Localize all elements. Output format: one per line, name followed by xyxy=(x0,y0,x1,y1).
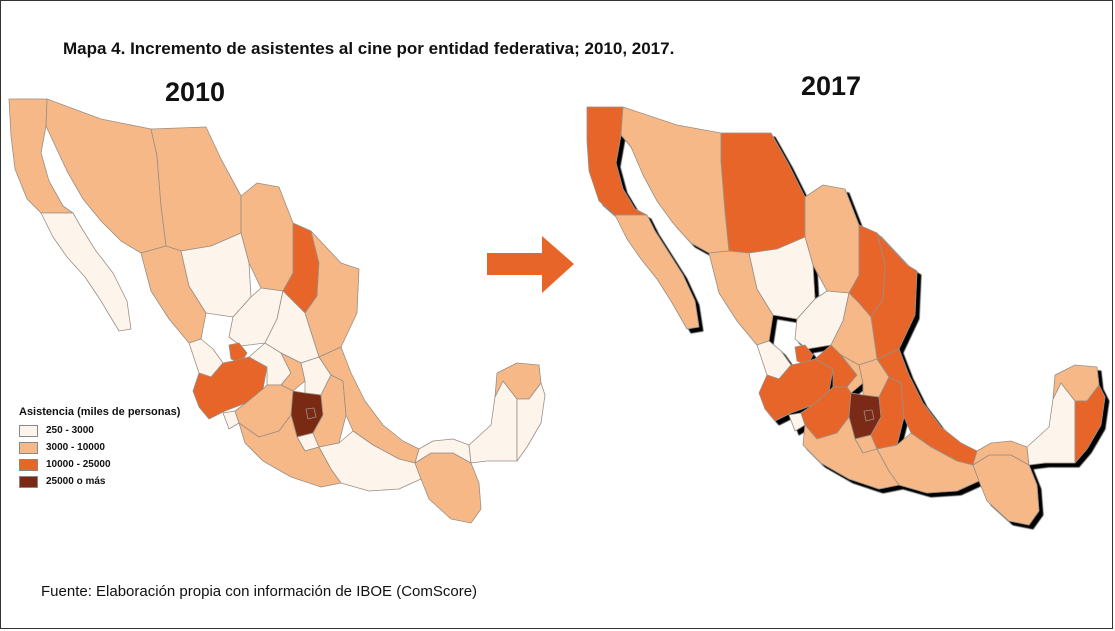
state-chiapas xyxy=(414,452,482,524)
legend-item: 250 - 3000 xyxy=(19,422,180,439)
legend-swatch xyxy=(19,458,38,471)
legend-label: 10000 - 25000 xyxy=(46,459,111,470)
source-note: Fuente: Elaboración propia con informaci… xyxy=(41,583,478,600)
state-chihuahua xyxy=(150,126,242,252)
state-aguascalientes xyxy=(794,344,814,366)
state-sinaloa xyxy=(140,245,207,344)
state-campeche xyxy=(468,380,518,464)
legend-swatch xyxy=(19,475,38,488)
year-label-2017: 2017 xyxy=(801,71,862,101)
map-2017 xyxy=(586,106,1106,526)
legend-swatch xyxy=(19,424,38,437)
right-arrow-icon xyxy=(487,236,574,293)
state-campeche xyxy=(1026,382,1076,466)
state-chiapas xyxy=(972,454,1040,526)
legend-swatch xyxy=(19,441,38,454)
state-baja-california-sur xyxy=(614,214,700,330)
state-sinaloa xyxy=(708,250,774,346)
legend-item: 3000 - 10000 xyxy=(19,439,180,456)
map-2010 xyxy=(8,98,546,524)
legend-label: 3000 - 10000 xyxy=(46,442,105,453)
state-quintana-roo xyxy=(1074,384,1106,464)
figure-title: Mapa 4. Incremento de asistentes al cine… xyxy=(63,39,675,58)
legend-label: 25000 o más xyxy=(46,476,106,487)
state-cdmx xyxy=(305,407,317,420)
state-baja-california-sur xyxy=(40,212,132,332)
state-chihuahua xyxy=(720,132,806,254)
legend-item: 10000 - 25000 xyxy=(19,456,180,473)
state-quintana-roo xyxy=(516,382,546,462)
legend-label: 250 - 3000 xyxy=(46,425,94,436)
state-cdmx xyxy=(863,409,875,422)
legend: Asistencia (miles de personas) 250 - 300… xyxy=(19,406,180,490)
legend-title: Asistencia (miles de personas) xyxy=(19,406,181,418)
year-label-2010: 2010 xyxy=(165,77,226,107)
legend-item: 25000 o más xyxy=(19,473,180,490)
